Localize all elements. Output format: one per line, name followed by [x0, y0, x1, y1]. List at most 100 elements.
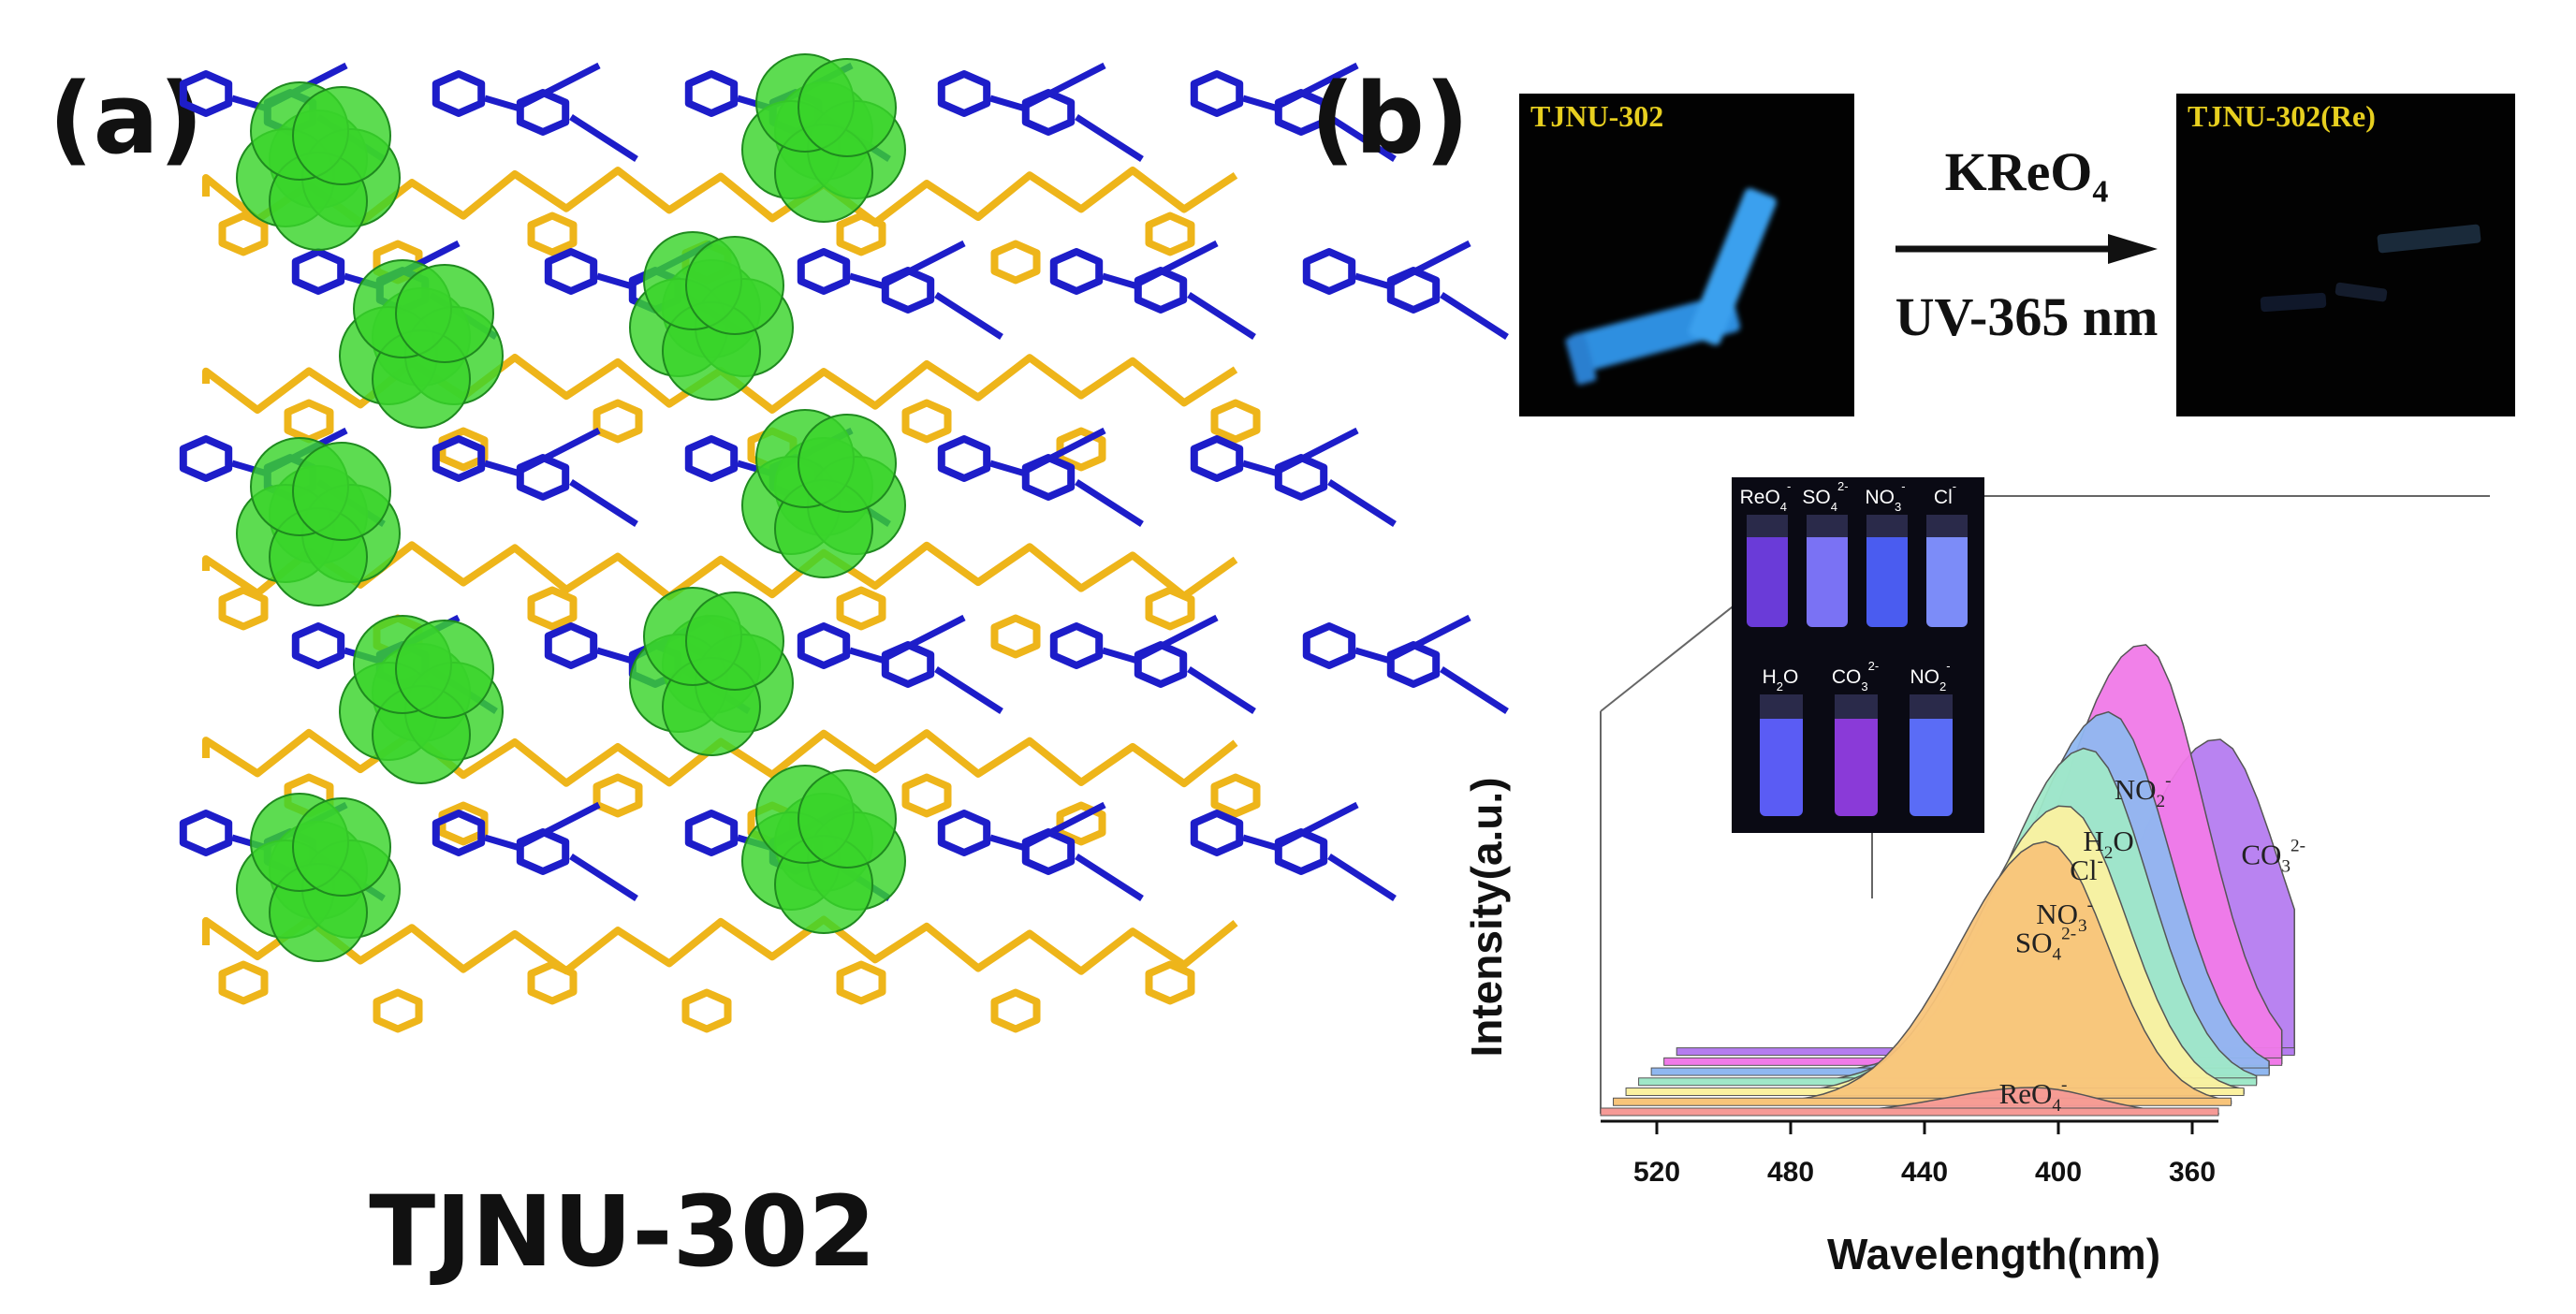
series-label-6: ReO4-: [1999, 1075, 2068, 1116]
blue-phenyl-ring: [544, 622, 598, 669]
gold-phenyl-ring: [218, 212, 269, 256]
anion-sphere: [292, 797, 391, 897]
vial: [1910, 694, 1953, 816]
blue-phenyl-ring: [1190, 810, 1244, 856]
blue-phenyl-ring: [1021, 454, 1076, 501]
photo-before-label: TJNU-302: [1530, 99, 1664, 133]
vial: [1835, 694, 1878, 816]
gold-phenyl-ring: [593, 773, 643, 818]
x-tick-label: 440: [1901, 1157, 1948, 1188]
gold-phenyl-ring: [1056, 801, 1106, 846]
blue-phenyl-ring: [432, 435, 486, 482]
blue-phenyl-ring: [1386, 641, 1441, 688]
vial-cap: [1835, 694, 1878, 719]
gold-phenyl-ring: [990, 240, 1041, 285]
series-label-2: H2O: [2083, 825, 2133, 863]
blue-linker: [1354, 614, 1509, 714]
anion-sphere: [395, 620, 494, 719]
vial: [1807, 515, 1848, 627]
blue-linker: [484, 427, 638, 527]
gold-phenyl-ring: [990, 988, 1041, 1033]
x-tick-label: 400: [2035, 1157, 2082, 1188]
blue-phenyl-ring: [1386, 267, 1441, 314]
series-label-0: CO32-: [2241, 837, 2305, 877]
vial-label-row2-1: CO32-: [1832, 659, 1879, 694]
vial: [1747, 515, 1788, 627]
vial-cap: [1747, 515, 1788, 537]
vial-cap: [1910, 694, 1953, 719]
crystal-rods-image: [1565, 188, 1777, 386]
blue-phenyl-ring: [937, 810, 991, 856]
gold-phenyl-ring: [901, 773, 952, 818]
blue-linker: [1242, 427, 1397, 527]
gold-phenyl-ring: [527, 960, 578, 1005]
blue-phenyl-ring: [1190, 70, 1244, 117]
gold-phenyl-ring: [990, 614, 1041, 659]
blue-phenyl-ring: [797, 248, 851, 295]
blue-linker: [1242, 62, 1397, 162]
structure-title: TJNU-302: [369, 1175, 876, 1289]
blue-phenyl-ring: [881, 641, 935, 688]
blue-linker: [1242, 801, 1397, 901]
crystal-structure-diagram: [179, 53, 1509, 1033]
vial-cap: [1926, 515, 1968, 537]
vial-cap: [1866, 515, 1908, 537]
blue-phenyl-ring: [1049, 248, 1104, 295]
panel-a-label: (a): [49, 62, 204, 176]
vial-label-row1-0: ReO4-: [1740, 479, 1792, 514]
vial-label-row2-0: H2O: [1763, 666, 1799, 694]
blue-phenyl-ring: [797, 622, 851, 669]
crystal-rods-dim-image: [2260, 224, 2481, 313]
blue-linker: [849, 614, 1003, 714]
blue-linker: [989, 427, 1144, 527]
blue-phenyl-ring: [1302, 622, 1356, 669]
vial-label-row2-2: NO2-: [1910, 659, 1950, 694]
blue-phenyl-ring: [1190, 435, 1244, 482]
gold-phenyl-ring: [836, 960, 886, 1005]
blue-phenyl-ring: [432, 810, 486, 856]
gold-phenyl-ring: [681, 988, 732, 1033]
anion-spheres: [236, 53, 906, 962]
chart-x-axis-label: Wavelength(nm): [1827, 1230, 2160, 1278]
gold-phenyl-ring: [373, 988, 423, 1033]
blue-phenyl-ring: [881, 267, 935, 314]
blue-phenyl-ring: [1134, 267, 1188, 314]
photo-after-label: TJNU-302(Re): [2188, 99, 2376, 133]
blue-linker: [989, 62, 1144, 162]
blue-phenyl-ring: [179, 810, 233, 856]
anion-sphere: [292, 86, 391, 185]
vial-label-row1-2: NO3-: [1865, 479, 1905, 514]
gold-phenyl-ring: [1145, 212, 1195, 256]
photo-before: TJNU-302: [1519, 94, 1854, 416]
blue-phenyl-ring: [432, 70, 486, 117]
gold-phenyl-ring: [218, 960, 269, 1005]
vial: [1760, 694, 1803, 816]
blue-phenyl-ring: [516, 89, 570, 136]
x-tick-label: 360: [2169, 1157, 2216, 1188]
anion-sphere: [292, 442, 391, 541]
anion-sphere: [798, 414, 897, 513]
gold-ligand-network: [202, 167, 1261, 1033]
blue-phenyl-ring: [179, 70, 233, 117]
anion-sphere: [685, 236, 784, 335]
anion-sphere: [685, 591, 784, 691]
gold-phenyl-ring: [438, 427, 489, 472]
blue-linker: [484, 801, 638, 901]
spectrum-baseline-6: [1600, 1107, 2219, 1117]
blue-linker: [1102, 240, 1256, 340]
gold-phenyl-ring: [527, 586, 578, 631]
series-label-1: NO2-: [2115, 771, 2172, 811]
arrow-reagent: KReO4: [1872, 140, 2181, 211]
gold-phenyl-ring: [593, 399, 643, 444]
blue-phenyl-ring: [291, 622, 345, 669]
reaction-arrow: [1895, 234, 2158, 264]
gold-phenyl-ring: [527, 212, 578, 256]
gold-phenyl-ring: [836, 586, 886, 631]
blue-phenyl-ring: [516, 828, 570, 875]
gold-phenyl-ring: [1210, 399, 1261, 444]
anion-sphere: [798, 58, 897, 157]
blue-phenyl-ring: [1274, 454, 1328, 501]
